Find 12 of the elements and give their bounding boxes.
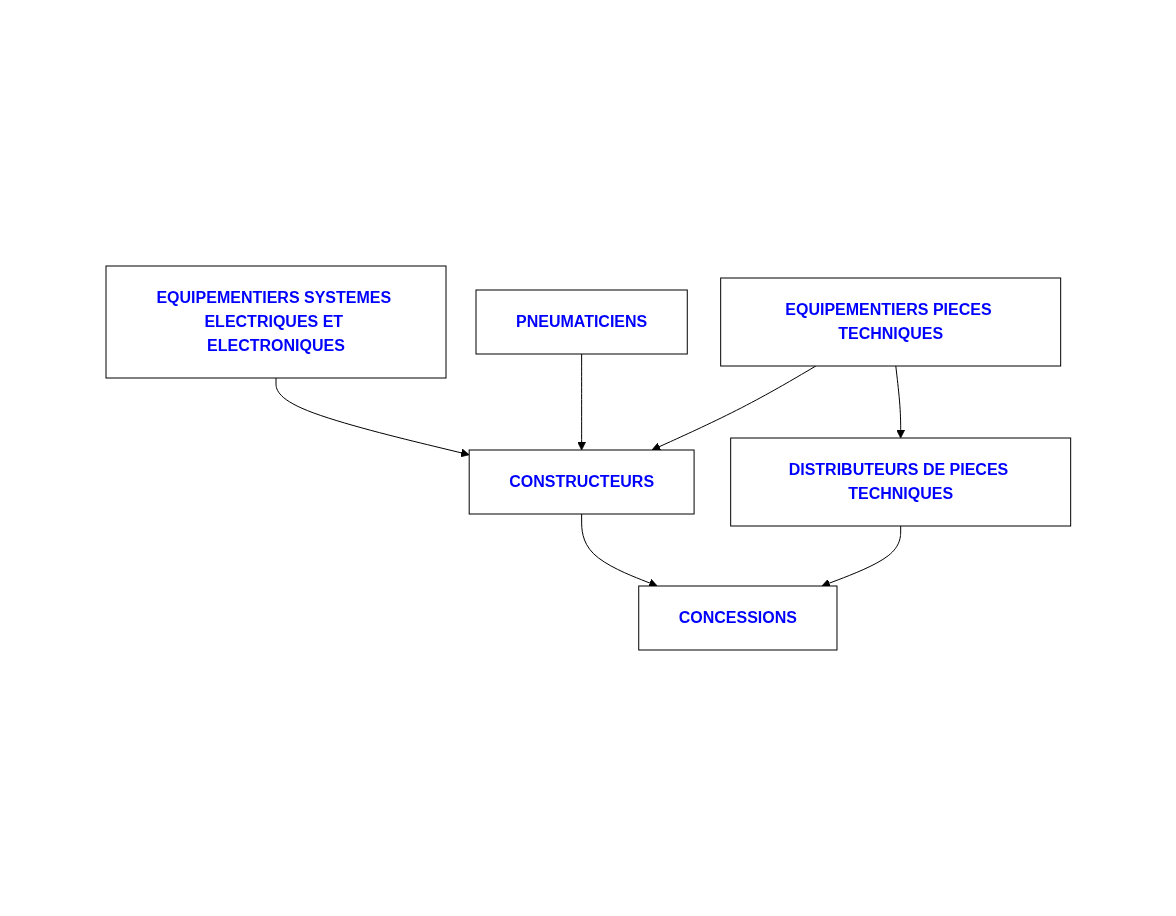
node-box: PNEUMATICIENS [475,289,688,355]
arrow [894,365,905,439]
arrow [580,513,658,588]
node-box: DISTRIBUTEURS DE PIECES TECHNIQUES [729,437,1071,527]
node-box: EQUIPEMENTIERS SYSTEMES ELECTRIQUES ET ELECTRONIQUES [105,265,447,379]
node-box: CONSTRUCTEURS [468,449,695,515]
arrow [275,377,470,458]
node-box: CONCESSIONS [637,585,838,651]
arrow [576,353,586,451]
arrow [651,365,816,451]
arrow [821,525,901,588]
node-box: EQUIPEMENTIERS PIECES TECHNIQUES [719,277,1061,367]
